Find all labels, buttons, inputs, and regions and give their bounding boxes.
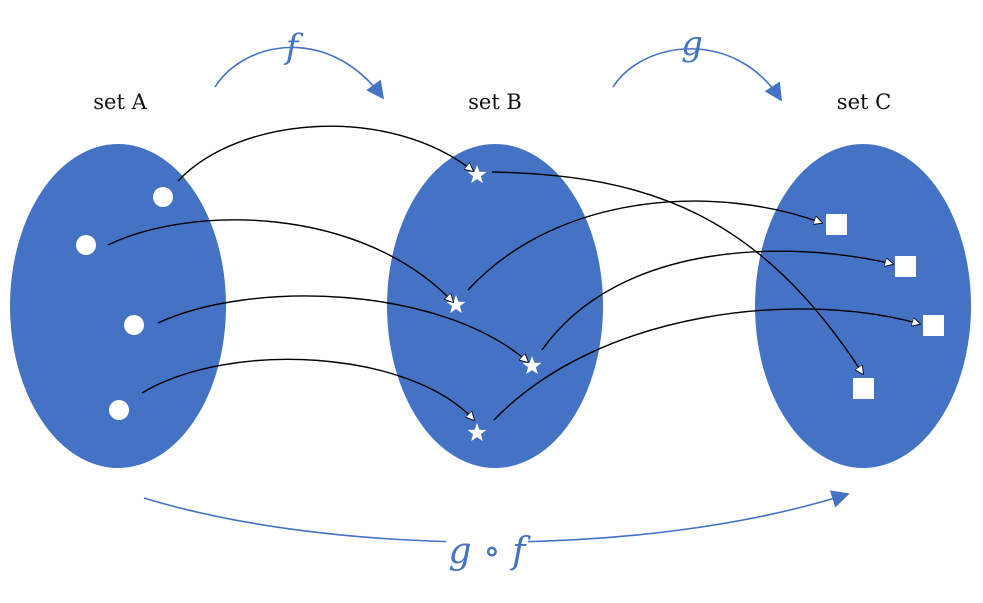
set-b-element-star xyxy=(467,423,487,442)
set-b-element-star xyxy=(467,165,487,184)
f-map-label: f xyxy=(283,27,304,67)
set-a-element-circle xyxy=(109,400,129,420)
f-element-arrow xyxy=(177,125,473,182)
g-map-arrow xyxy=(612,48,782,102)
set-b-element-star xyxy=(446,295,466,314)
set-b-element-star xyxy=(522,356,542,375)
f-map-arrow xyxy=(214,46,385,100)
set-c-element-square xyxy=(923,315,944,336)
f-element-arrow xyxy=(141,358,474,420)
set-c-element-square xyxy=(853,378,874,399)
set-c-element-square xyxy=(895,256,916,277)
g-element-arrow xyxy=(493,308,920,421)
set-b-label: set B xyxy=(468,90,522,114)
g-element-arrow xyxy=(491,171,863,374)
set-a-label: set A xyxy=(93,90,147,114)
composition-map-label: g ∘ f xyxy=(449,531,532,572)
g-element-arrow xyxy=(467,200,822,291)
set-a-element-circle xyxy=(124,315,144,335)
g-map-label: g xyxy=(681,24,703,64)
composition-label-backdrop xyxy=(446,530,528,570)
set-c-label: set C xyxy=(837,90,891,114)
set-b-ellipse xyxy=(387,144,603,468)
set-c-ellipse xyxy=(755,144,971,468)
f-element-arrow xyxy=(157,295,528,362)
g-element-arrow xyxy=(541,250,893,351)
set-a-element-circle xyxy=(76,235,96,255)
set-a-element-circle xyxy=(153,187,173,207)
f-element-arrow xyxy=(107,219,453,302)
set-c-element-square xyxy=(826,214,847,235)
